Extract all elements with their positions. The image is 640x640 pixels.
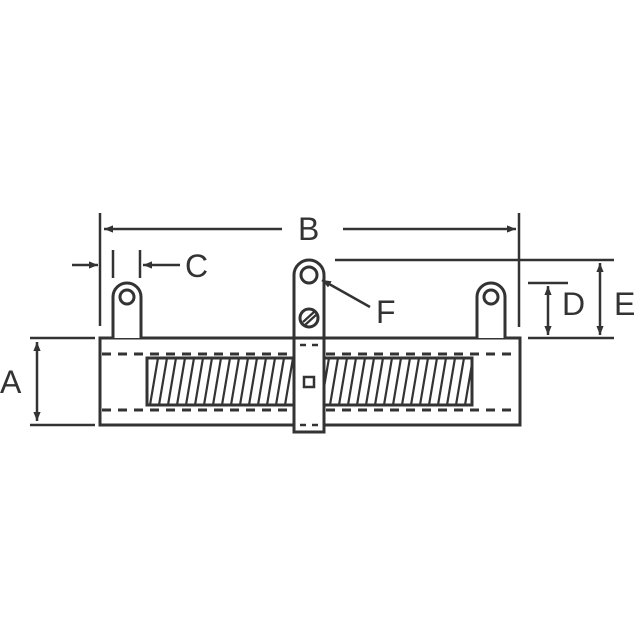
label-e: E xyxy=(614,286,635,322)
label-c: C xyxy=(185,248,208,284)
right-terminal-hole xyxy=(482,288,500,306)
label-a: A xyxy=(0,364,22,400)
slider-contact-square xyxy=(302,375,316,389)
slider-band xyxy=(292,258,326,434)
left-terminal-hole xyxy=(118,288,136,306)
slider-screw-icon xyxy=(298,307,320,329)
left-terminal xyxy=(111,281,143,338)
label-f: F xyxy=(376,294,396,330)
label-b: B xyxy=(298,211,319,247)
right-terminal xyxy=(475,281,507,338)
slider-terminal-hole xyxy=(299,265,319,285)
dimension-f-leader xyxy=(321,278,371,309)
label-d: D xyxy=(562,286,585,322)
